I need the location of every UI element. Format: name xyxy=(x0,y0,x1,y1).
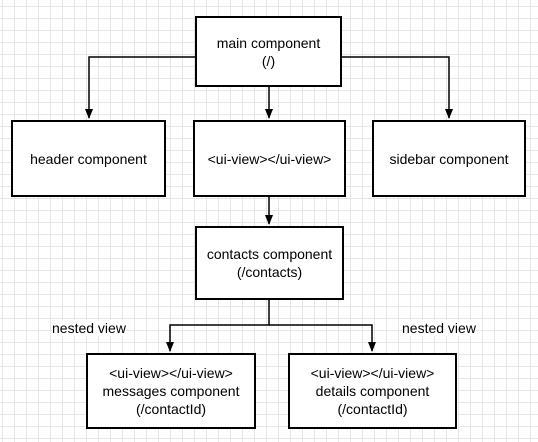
messages-component-node[interactable]: <ui-view></ui-view> messages component (… xyxy=(86,353,256,429)
node-label: header component xyxy=(30,150,147,167)
node-route: (/contactId) xyxy=(337,401,408,417)
node-label: sidebar component xyxy=(389,150,509,167)
edge-contacts-to-details xyxy=(269,324,376,352)
sidebar-component-node[interactable]: sidebar component xyxy=(372,120,526,197)
header-component-node[interactable]: header component xyxy=(11,120,166,197)
node-ui-view-tag: <ui-view></ui-view> xyxy=(310,365,435,381)
node-route: (/contactId) xyxy=(135,401,207,417)
node-label: contacts component xyxy=(206,246,333,262)
nested-view-label-left: nested view xyxy=(52,320,126,336)
node-label: main component xyxy=(216,34,321,51)
node-label: <ui-view></ui-view> xyxy=(207,150,332,167)
edge-main-to-header xyxy=(85,56,195,119)
details-component-node[interactable]: <ui-view></ui-view> details component (/… xyxy=(288,353,457,429)
node-route: (/) xyxy=(261,52,276,69)
node-label: details component xyxy=(315,383,430,399)
node-label: messages component xyxy=(102,383,240,399)
main-component-node[interactable]: main component (/) xyxy=(195,16,342,87)
edge-main-to-sidebar xyxy=(342,56,453,119)
node-ui-view-tag: <ui-view></ui-view> xyxy=(109,365,233,381)
nested-view-label-right: nested view xyxy=(402,320,476,336)
edge-contacts-to-messages xyxy=(166,300,270,352)
node-route: (/contacts) xyxy=(236,264,303,280)
contacts-component-node[interactable]: contacts component (/contacts) xyxy=(195,226,344,300)
ui-view-node[interactable]: <ui-view></ui-view> xyxy=(193,120,346,197)
